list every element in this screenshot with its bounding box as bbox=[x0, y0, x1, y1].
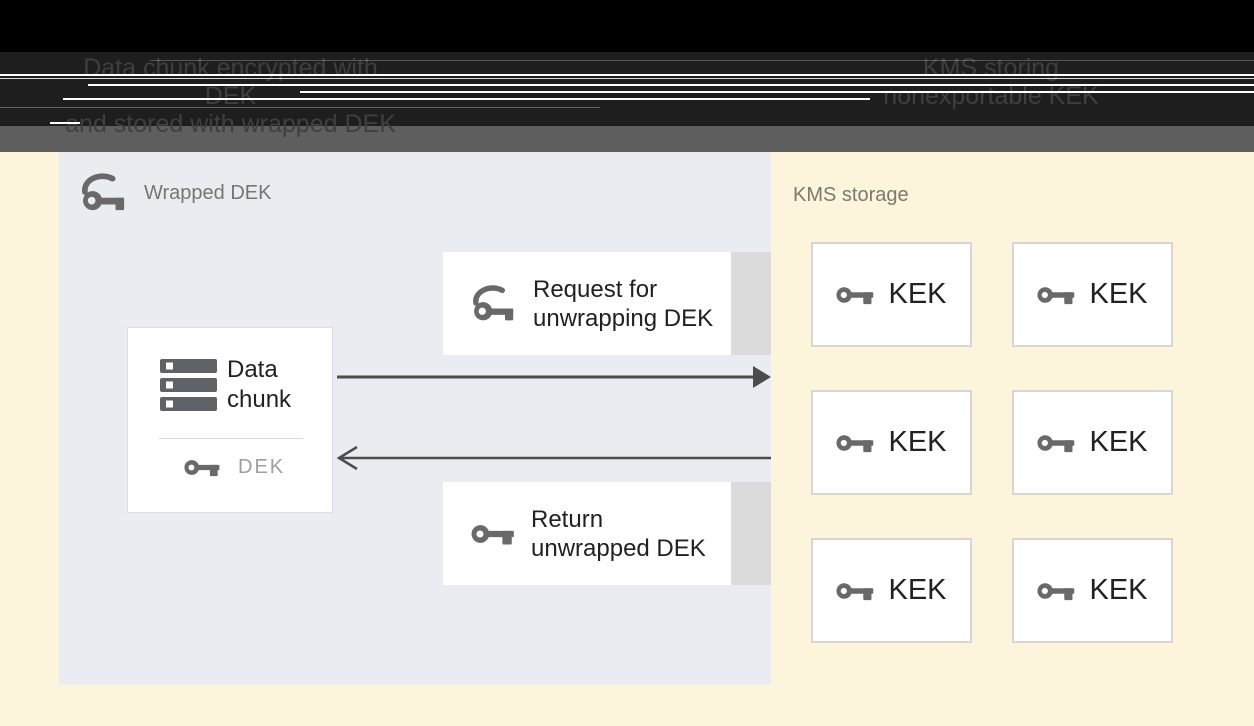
label-line: unwrapping DEK bbox=[533, 304, 714, 332]
data-chunk-row: Data chunk bbox=[160, 355, 291, 415]
header-caption-bar bbox=[0, 52, 1254, 126]
data-chunk-label: Data chunk bbox=[227, 355, 291, 415]
glitch-line bbox=[0, 74, 1254, 76]
kek-box: KEK bbox=[811, 242, 972, 347]
label-line: unwrapped DEK bbox=[531, 534, 706, 562]
glitch-line bbox=[300, 91, 1254, 93]
glitch-line bbox=[0, 107, 600, 108]
caption-line: Data chunk encrypted with DEK bbox=[83, 54, 378, 110]
caption-line: and stored with wrapped DEK bbox=[65, 110, 396, 138]
request-unwrap-label: Request for unwrapping DEK bbox=[533, 275, 713, 333]
return-unwrapped-label: Return unwrapped DEK bbox=[531, 505, 706, 563]
kek-box: KEK bbox=[811, 538, 972, 643]
kek-label: KEK bbox=[888, 426, 947, 458]
glitch-line bbox=[63, 98, 870, 100]
kek-label: KEK bbox=[1089, 574, 1148, 606]
storage-stack-icon bbox=[160, 359, 217, 411]
key-icon bbox=[836, 286, 874, 304]
caption-line: KMS storing bbox=[922, 54, 1060, 82]
key-icon bbox=[836, 582, 874, 600]
label-line: chunk bbox=[227, 386, 292, 413]
kek-box: KEK bbox=[811, 390, 972, 495]
key-icon bbox=[1037, 286, 1075, 304]
key-icon bbox=[836, 434, 874, 452]
key-icon bbox=[471, 524, 514, 544]
kms-storage-label: KMS storage bbox=[793, 184, 909, 206]
label-line: Return bbox=[531, 505, 604, 533]
glitch-line bbox=[50, 122, 80, 124]
wrapped-key-icon bbox=[473, 284, 514, 320]
kek-label: KEK bbox=[1089, 278, 1148, 310]
kek-label: KEK bbox=[1089, 426, 1148, 458]
request-unwrap-box: Request for unwrapping DEK bbox=[443, 252, 731, 355]
return-box-strip bbox=[731, 482, 771, 585]
key-icon bbox=[1037, 582, 1075, 600]
label-line: Data bbox=[227, 356, 278, 383]
kek-box: KEK bbox=[1012, 390, 1173, 495]
wrapped-dek-header: Wrapped DEK bbox=[80, 172, 271, 214]
dek-label: DEK bbox=[238, 456, 286, 478]
dek-row: DEK bbox=[184, 456, 285, 479]
key-icon bbox=[1037, 434, 1075, 452]
caption-line: nonexportable KEK bbox=[883, 82, 1099, 110]
return-unwrapped-box: Return unwrapped DEK bbox=[443, 482, 731, 585]
kek-label: KEK bbox=[888, 278, 947, 310]
request-box-strip bbox=[731, 252, 771, 355]
wrapped-key-icon bbox=[82, 173, 125, 211]
glitch-line bbox=[0, 78, 1254, 79]
header-black-bar bbox=[0, 0, 1254, 52]
key-icon bbox=[184, 460, 220, 477]
caption-kms: KMS storing nonexportable KEK bbox=[841, 54, 1141, 110]
kek-label: KEK bbox=[888, 574, 947, 606]
caption-wrapped-dek: Data chunk encrypted with DEK and stored… bbox=[58, 54, 403, 138]
kek-box: KEK bbox=[1012, 538, 1173, 643]
header-gray-band bbox=[0, 126, 1254, 152]
glitch-line bbox=[88, 84, 1254, 86]
label-line: Request for bbox=[533, 275, 658, 303]
glitch-line bbox=[150, 60, 1254, 61]
data-chunk-box: Data chunk DEK bbox=[127, 327, 333, 513]
divider bbox=[159, 438, 303, 439]
kek-box: KEK bbox=[1012, 242, 1173, 347]
wrapped-dek-label: Wrapped DEK bbox=[144, 181, 272, 204]
